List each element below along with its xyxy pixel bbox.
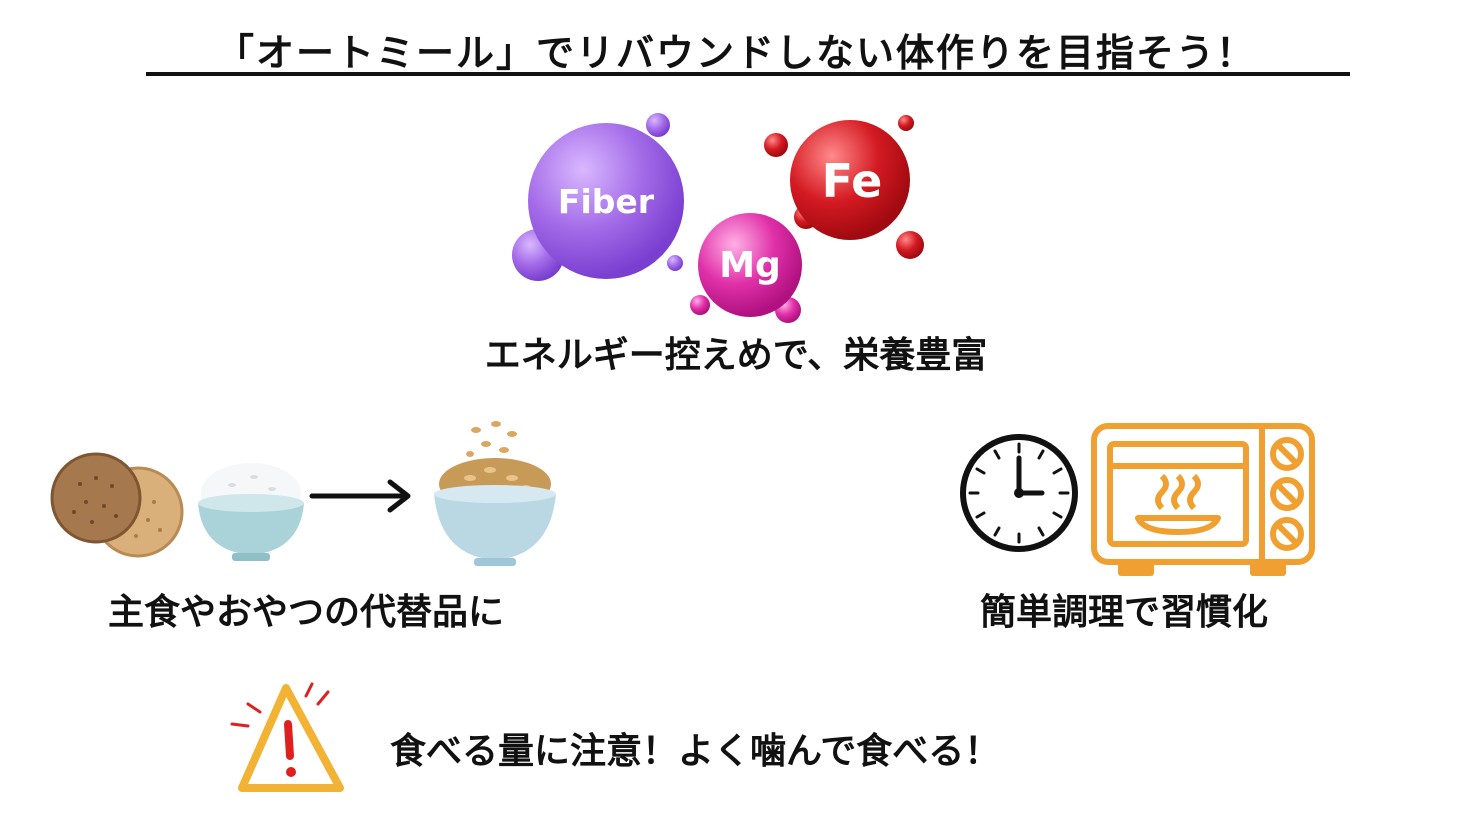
warning-caption: 食べる量に注意！よく噛んで食べる！ <box>390 731 1001 772</box>
nutrition-molecules: Fiber Fe Mg <box>512 113 924 323</box>
magnesium-molecule-icon: Mg <box>690 213 802 323</box>
magnesium-label: Mg <box>719 245 781 286</box>
nutrition-caption: エネルギー控えめで、栄養豊富 <box>484 335 988 376</box>
fiber-molecule-icon: Fiber <box>512 113 684 281</box>
cookies-icon <box>50 452 184 558</box>
clock-icon <box>960 434 1078 552</box>
fiber-label: Fiber <box>558 182 655 221</box>
warning-icon <box>230 682 344 792</box>
oatmeal-bowl-icon <box>434 421 556 566</box>
page-title: 「オートミール」でリバウンドしない体作りを目指そう！ <box>215 31 1256 75</box>
staple-caption: 主食やおやつの代替品に <box>108 592 505 633</box>
arrow-right-icon <box>309 479 411 513</box>
iron-molecule-icon: Fe <box>764 115 924 259</box>
title-underline <box>146 72 1350 76</box>
rice-bowl-icon <box>198 463 304 561</box>
cooking-caption: 簡単調理で習慣化 <box>980 592 1269 633</box>
iron-label: Fe <box>822 154 883 208</box>
microwave-icon <box>1091 423 1315 576</box>
